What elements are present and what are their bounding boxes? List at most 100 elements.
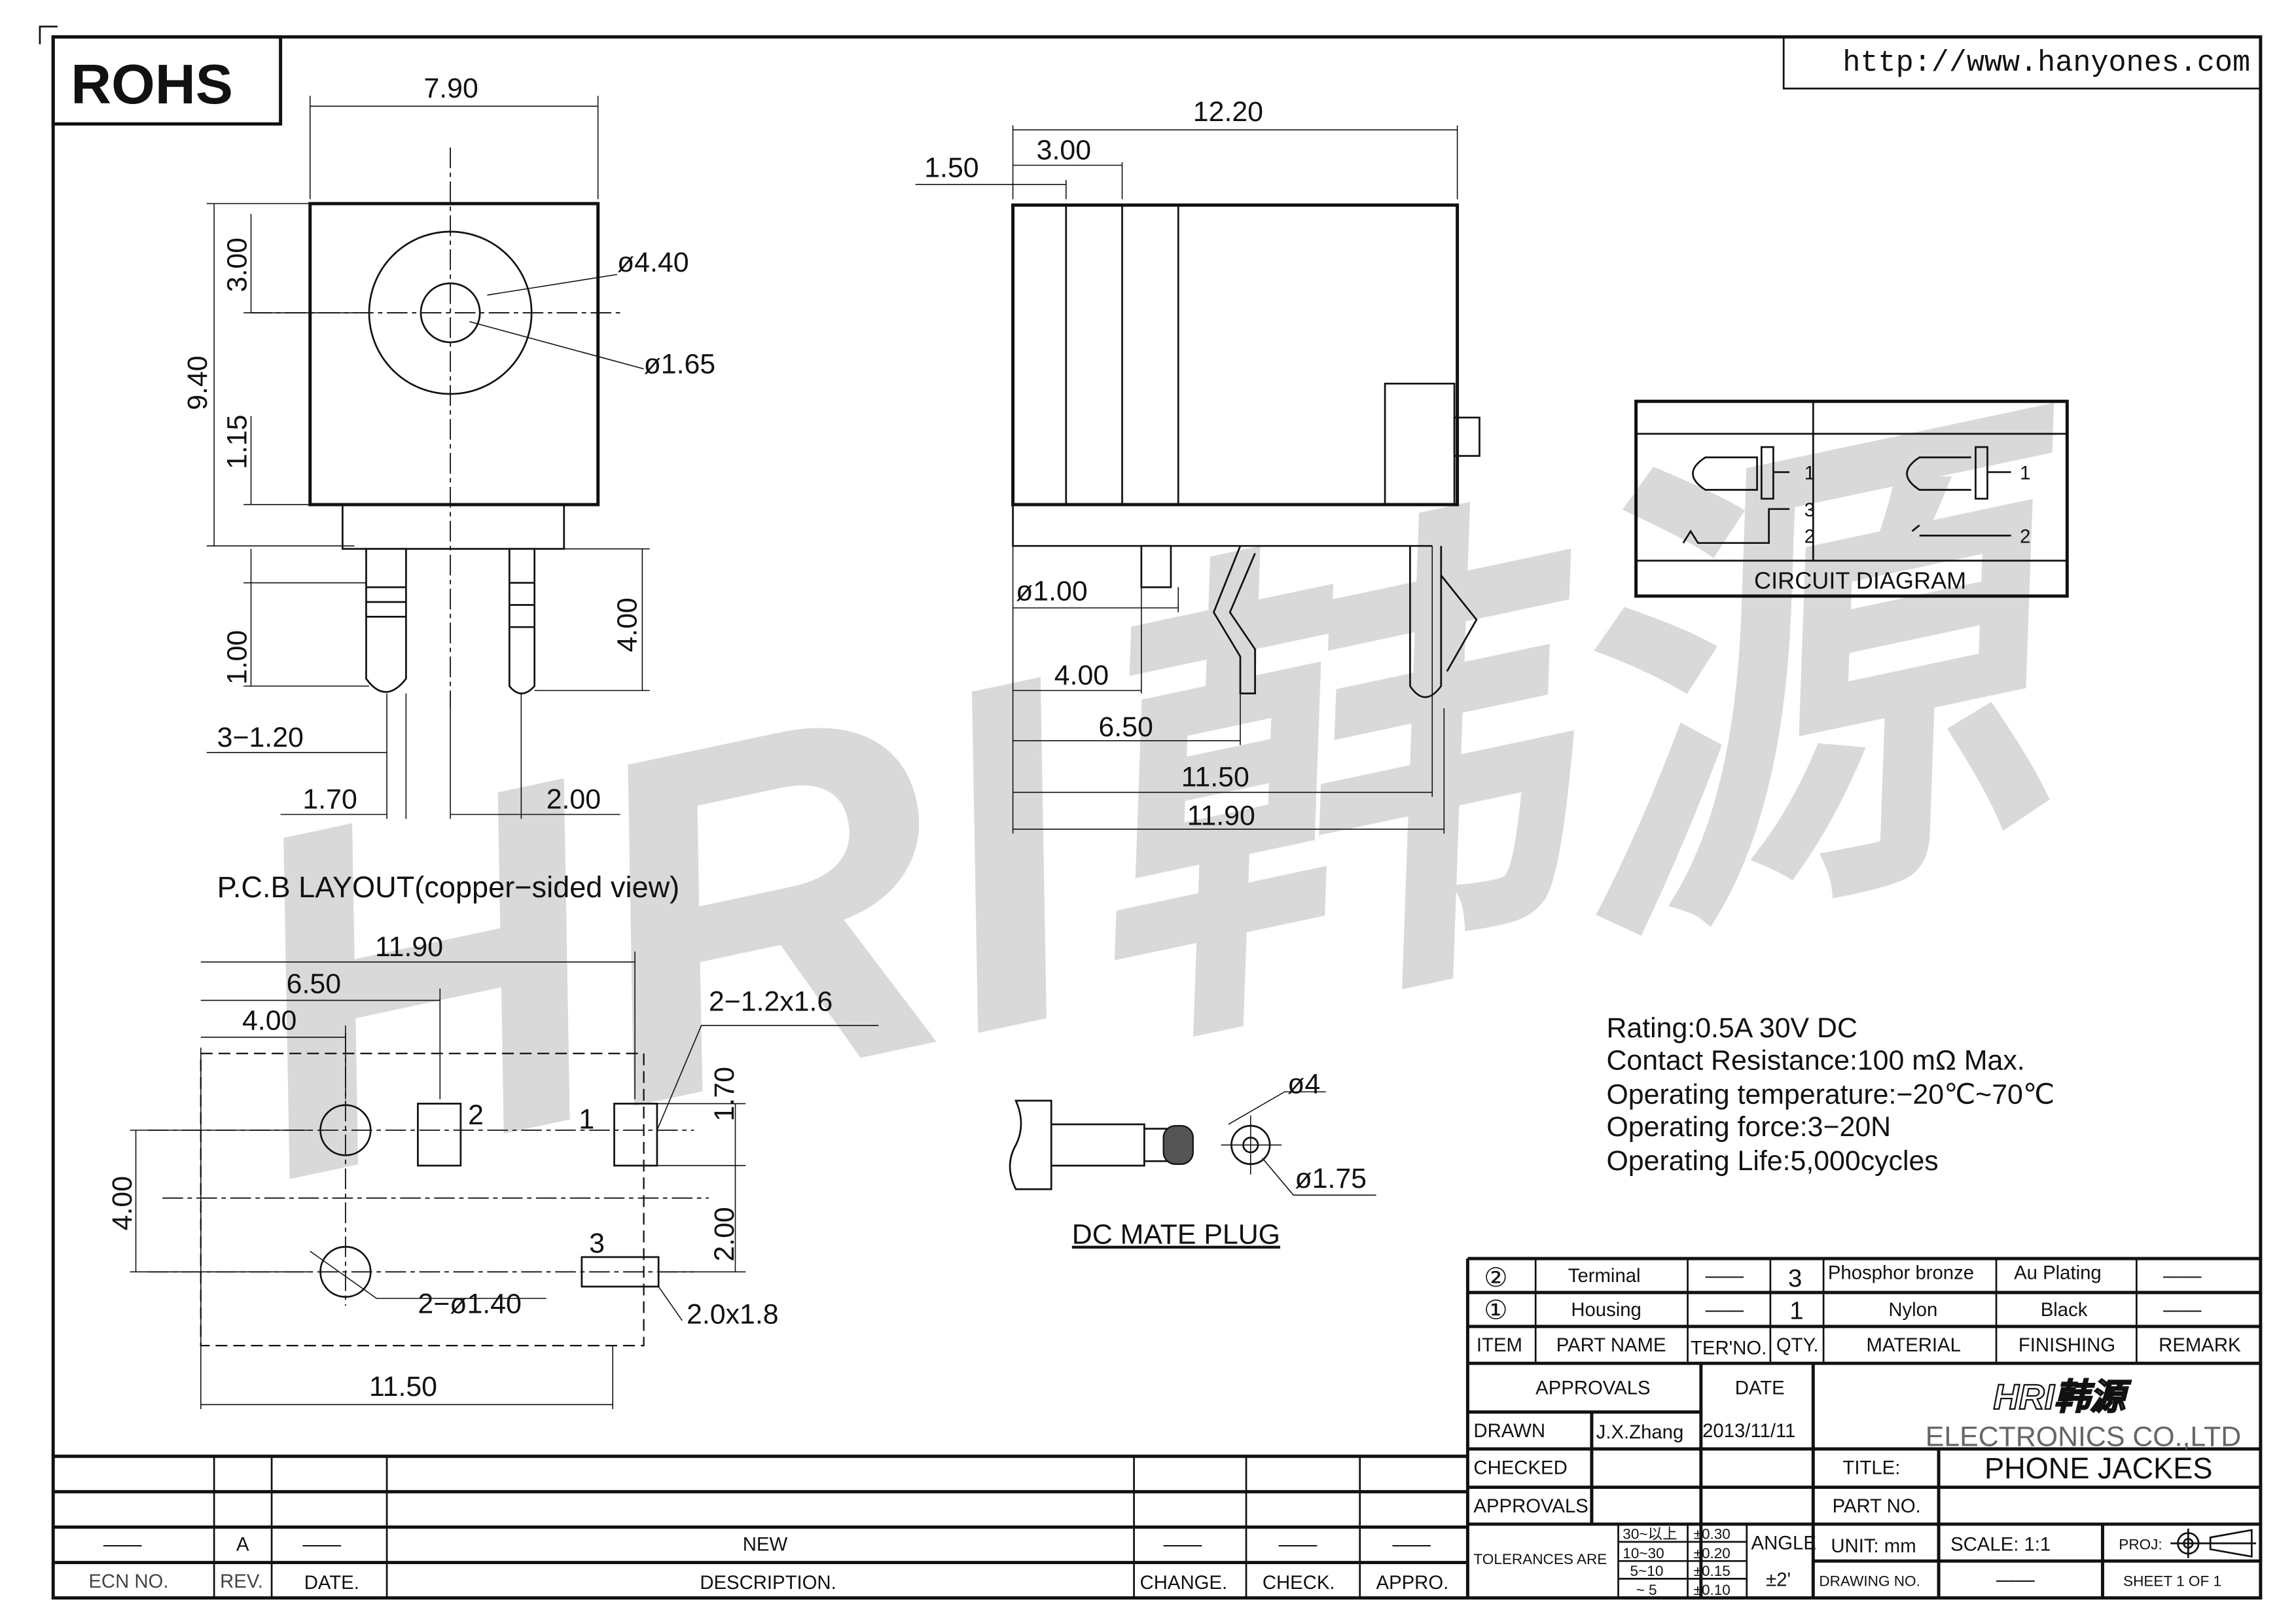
rev-desc: NEW: [743, 1534, 788, 1556]
dim-11-90: 11.90: [1187, 800, 1255, 831]
tol-value: ±0.30: [1694, 1525, 1731, 1542]
dim-pitch-right: 2.00: [547, 784, 601, 815]
revision-table: —— A —— NEW —— —— —— ECN NO. REV. DATE. …: [53, 1454, 1468, 1598]
pcb-hole-size: 2−ø1.40: [418, 1289, 521, 1320]
bom-remark: ——: [2163, 1299, 2202, 1321]
angle-tol: ±2': [1766, 1569, 1791, 1591]
specifications: Rating:0.5A 30V DC Contact Resistance:10…: [1606, 1012, 2054, 1177]
pcb-title: P.C.B LAYOUT(copper−sided view): [217, 870, 680, 904]
website-url[interactable]: http://www.hanyones.com: [1842, 46, 2250, 80]
pcb-dim-1-70: 1.70: [709, 1067, 740, 1121]
title-label: TITLE:: [1842, 1457, 1900, 1478]
rev-header-rev: REV.: [220, 1571, 263, 1592]
spec-line: Contact Resistance:100 mΩ Max.: [1606, 1045, 2024, 1077]
bom-qty: 3: [1788, 1264, 1802, 1293]
checked-label: CHECKED: [1473, 1457, 1567, 1478]
pin-label-b2: 2: [2020, 526, 2030, 548]
dim-pitch-left: 1.70: [302, 784, 357, 815]
circuit-diagram: 1 3 2 1 2 CIRCUIT DIAGRAM: [1634, 399, 2069, 598]
pcb-slot-size: 2−1.2x1.6: [709, 986, 833, 1017]
spec-line: Rating:0.5A 30V DC: [1606, 1012, 1857, 1044]
rev-header-appro: APPRO.: [1376, 1572, 1449, 1594]
part-no-label: PART NO.: [1833, 1495, 1921, 1517]
rev-header-check: CHECK.: [1263, 1572, 1335, 1594]
approvals-label: APPROVALS: [1473, 1495, 1588, 1517]
dim-width: 7.90: [423, 73, 478, 104]
dim-inner-dia: ø1.65: [644, 348, 716, 380]
bom-table: ② Terminal —— 3 Phosphor bronze Au Plati…: [1465, 1257, 2261, 1598]
tolerances-label: TOLERANCES ARE: [1473, 1551, 1607, 1567]
spec-line: Operating Life:5,000cycles: [1606, 1145, 1938, 1177]
bom-material: Phosphor bronze: [1828, 1262, 1974, 1284]
rev-change: ——: [1164, 1534, 1202, 1556]
rev-check: ——: [1279, 1534, 1318, 1556]
pin-label-2: 2: [1804, 526, 1815, 548]
dim-lower: 1.15: [222, 415, 253, 469]
sheet-label: SHEET 1 OF 1: [2123, 1573, 2221, 1590]
pin-label-b1: 1: [2020, 463, 2030, 484]
pin-label-1: 1: [1804, 463, 1815, 484]
drawing-no-value: ——: [1996, 1569, 2035, 1591]
bom-header-ter: TER'NO.: [1691, 1338, 1767, 1359]
rev-rev: A: [236, 1534, 249, 1556]
bom-material: Nylon: [1888, 1299, 1937, 1321]
dim-11-50: 11.50: [1181, 762, 1249, 793]
tol-range: ~ 5: [1636, 1582, 1657, 1598]
bom-name: Housing: [1571, 1299, 1641, 1321]
dim-pin-width: 3−1.20: [217, 722, 304, 753]
pin-label-3: 3: [1804, 499, 1815, 521]
side-view: 12.20 3.00 1.50 ø1.00 4.00 6.50 11.50 11…: [915, 96, 1480, 834]
dim-6-50: 6.50: [1098, 711, 1153, 743]
rev-appro: ——: [1392, 1534, 1431, 1556]
rev-header-ecn: ECN NO.: [88, 1571, 168, 1592]
bom-ter: ——: [1706, 1265, 1744, 1287]
title-block: APPROVALS DATE DRAWN J.X.Zhang 2013/11/1…: [1467, 1363, 2261, 1598]
plug-inner-dia: ø1.75: [1295, 1163, 1367, 1194]
unit-label: UNIT: mm: [1831, 1535, 1916, 1557]
url-box: [1782, 37, 2261, 90]
drawn-date: 2013/11/11: [1702, 1420, 1795, 1442]
front-view: 7.90 3.00 9.40 1.15 1.00 4.00 ø4.40 ø1.6…: [182, 73, 715, 819]
bom-finishing: Au Plating: [2014, 1262, 2102, 1284]
dim-pin-dia: ø1.00: [1016, 576, 1088, 607]
rev-header-desc: DESCRIPTION.: [700, 1572, 836, 1594]
rev-header-date: DATE.: [304, 1572, 359, 1594]
bom-finishing: Black: [2041, 1299, 2088, 1321]
dim-pin-right: 4.00: [611, 597, 643, 652]
pcb-layout: P.C.B LAYOUT(copper−sided view) 11.90 6.…: [107, 870, 879, 1410]
rohs-label: ROHS: [71, 53, 233, 116]
bom-header-material: MATERIAL: [1867, 1334, 1961, 1356]
projection-symbol-icon: [2170, 1528, 2257, 1558]
drawing-no-label: DRAWING NO.: [1819, 1573, 1920, 1590]
bom-ter: ——: [1706, 1299, 1744, 1321]
drawn-by: J.X.Zhang: [1596, 1421, 1684, 1443]
dim-3-00: 3.00: [1037, 135, 1091, 166]
tol-value: ±0.20: [1694, 1545, 1731, 1561]
sheet-border: [51, 35, 2263, 1600]
rev-header-change: CHANGE.: [1140, 1572, 1228, 1594]
spec-line: Operating force:3−20N: [1606, 1111, 1891, 1143]
bom-header-finishing: FINISHING: [2018, 1334, 2115, 1356]
proj-label: PROJ:: [2119, 1536, 2162, 1552]
pcb-dim-v-4-00: 4.00: [107, 1176, 138, 1230]
rohs-box: [51, 35, 283, 126]
approvals-header: APPROVALS: [1535, 1378, 1650, 1399]
bom-header-item: ITEM: [1477, 1334, 1522, 1356]
dim-length: 12.20: [1193, 96, 1263, 128]
tol-value: ±0.15: [1694, 1563, 1731, 1579]
pcb-dim-4-00: 4.00: [242, 1005, 296, 1037]
dc-mate-plug: ø4 ø1.75 DC MATE PLUG: [1009, 1069, 1376, 1251]
circuit-label: CIRCUIT DIAGRAM: [1754, 567, 1966, 594]
bom-item: ①: [1484, 1295, 1507, 1325]
tol-range: 10~30: [1623, 1545, 1664, 1561]
date-header: DATE: [1735, 1378, 1785, 1399]
company-name: ELECTRONICS CO.,LTD: [1926, 1421, 2241, 1452]
spec-line: Operating temperature:−20℃~70℃: [1606, 1079, 2054, 1110]
plug-label: DC MATE PLUG: [1072, 1219, 1280, 1251]
company-logo: HRI韩源: [1994, 1378, 2132, 1417]
corner-mark: [39, 26, 58, 45]
dim-top: 3.00: [222, 238, 253, 292]
bom-header-name: PART NAME: [1556, 1334, 1666, 1356]
pcb-dim-11-50: 11.50: [369, 1371, 437, 1402]
